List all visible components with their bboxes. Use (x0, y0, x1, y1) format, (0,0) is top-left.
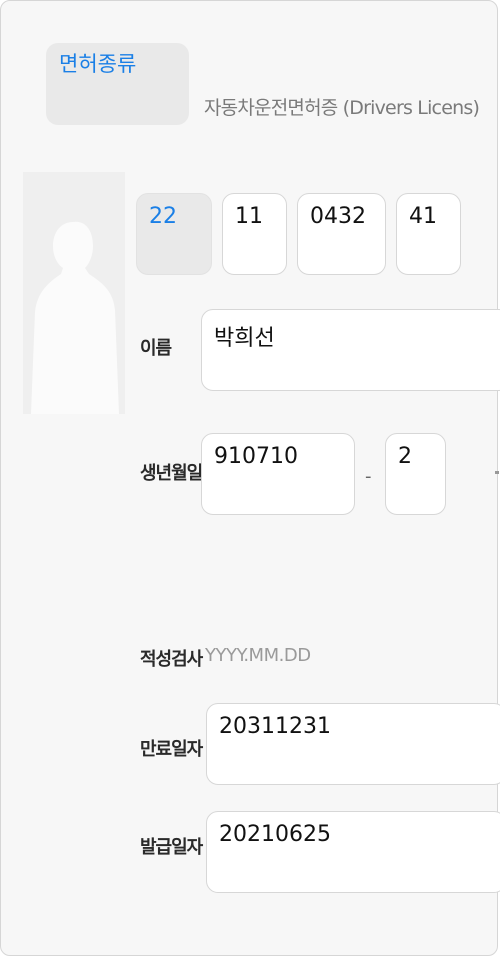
license-number-part1[interactable]: 22 (136, 193, 212, 275)
expiry-date-input[interactable]: 20311231 (206, 703, 500, 785)
license-number-part4[interactable]: 41 (396, 193, 461, 275)
masked-digits-indicator (495, 471, 499, 474)
license-number-part2[interactable]: 11 (222, 193, 287, 275)
birth-date-input[interactable]: 910710 (201, 433, 355, 515)
expiry-label: 만료일자 (140, 739, 203, 760)
id-photo-placeholder[interactable] (23, 172, 125, 414)
issue-date-input[interactable]: 20210625 (206, 811, 500, 893)
name-label: 이름 (140, 338, 172, 359)
gender-digit-input[interactable]: 2 (385, 433, 446, 515)
person-silhouette-icon (31, 221, 119, 414)
aptitude-date-input[interactable]: YYYY.MM.DD (205, 645, 311, 666)
birth-label: 생년월일 (140, 463, 203, 484)
issue-label: 발급일자 (140, 837, 203, 858)
name-input[interactable]: 박희선 (201, 309, 500, 391)
license-type-button[interactable]: 면허종류 (46, 43, 189, 125)
license-number-part3[interactable]: 0432 (297, 193, 386, 275)
license-subtitle: 자동차운전면허증 (Drivers Licens) (204, 97, 480, 119)
birth-separator: - (365, 466, 372, 487)
aptitude-label: 적성검사 (140, 649, 203, 670)
